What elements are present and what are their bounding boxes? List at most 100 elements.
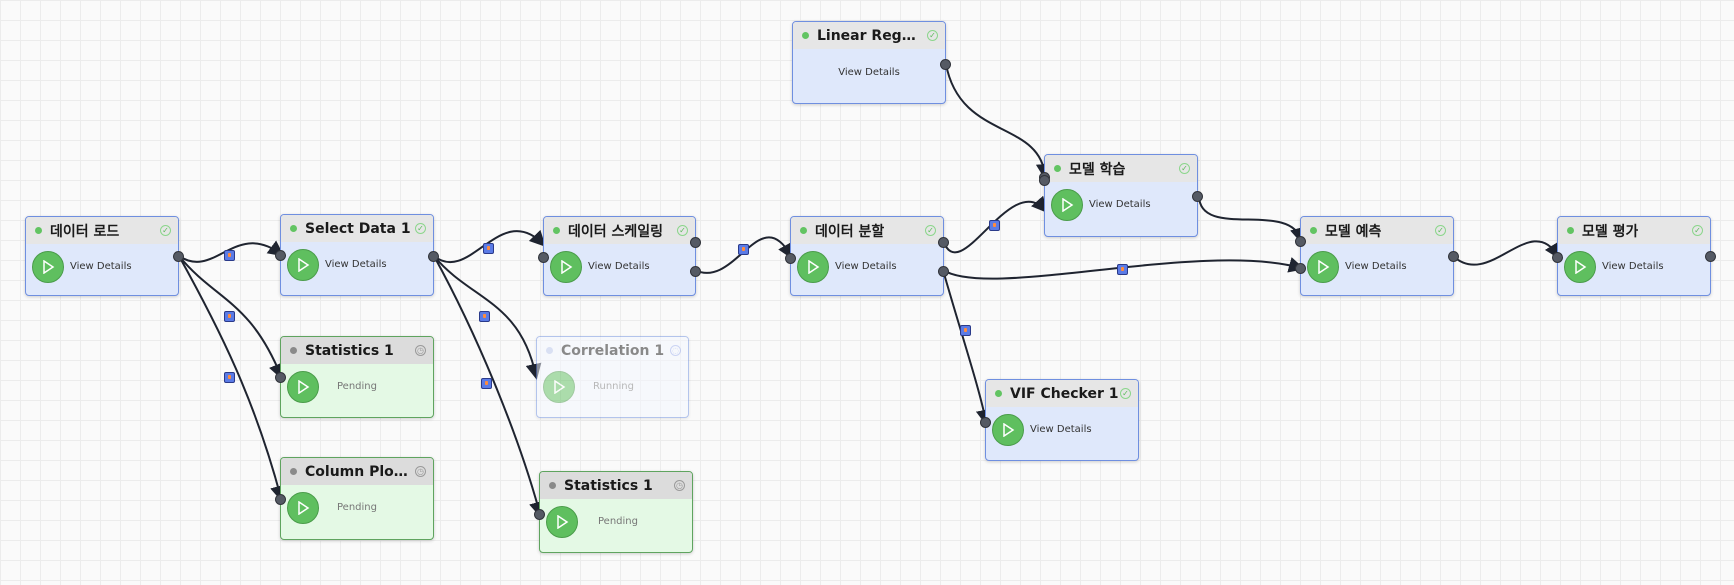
node-title: Statistics 1 [564, 477, 653, 494]
output-port[interactable] [938, 237, 949, 248]
view-details-link[interactable]: View Details [325, 259, 387, 270]
edge-predict-evaluate[interactable] [1452, 240, 1561, 266]
node-title: 데이터 분할 [815, 223, 885, 240]
edge-marker-icon[interactable] [224, 250, 235, 261]
node-header[interactable]: Correlation 1 [537, 337, 688, 364]
node-status-text: Pending [598, 516, 638, 527]
run-button[interactable] [287, 371, 319, 403]
node-title: Correlation 1 [561, 342, 665, 359]
run-button[interactable] [546, 506, 578, 538]
run-button[interactable] [550, 251, 582, 283]
input-port[interactable] [1295, 236, 1306, 247]
node-data-scaling[interactable]: 데이터 스케일링 ✓ View Details [538, 216, 701, 296]
view-details-link[interactable]: View Details [1089, 199, 1151, 210]
edge-marker-icon[interactable] [224, 311, 235, 322]
input-port[interactable] [980, 417, 991, 428]
edge-marker-icon[interactable] [479, 311, 490, 322]
edge-marker-icon[interactable] [483, 243, 494, 254]
node-header[interactable]: 모델 예측 [1301, 217, 1453, 244]
view-details-link[interactable]: View Details [70, 261, 132, 272]
input-port[interactable] [275, 250, 286, 261]
run-button[interactable] [1564, 251, 1596, 283]
output-port[interactable] [938, 266, 949, 277]
edge-marker-icon[interactable] [989, 220, 1000, 231]
edge-split-vif[interactable] [942, 269, 992, 426]
node-header[interactable]: Column Plo… [281, 458, 433, 485]
output-port[interactable] [940, 59, 951, 70]
play-icon [1003, 423, 1015, 437]
check-circle-icon: ✓ [1179, 163, 1190, 174]
node-data-split[interactable]: 데이터 분할 ✓ View Details [785, 216, 949, 296]
input-port[interactable] [785, 253, 796, 264]
input-port[interactable] [275, 494, 286, 505]
run-button[interactable] [287, 492, 319, 524]
status-dot [35, 227, 42, 234]
node-statistics[interactable]: Statistics 1 ◷ Pending [534, 471, 693, 553]
run-button[interactable] [1307, 251, 1339, 283]
edge-marker-icon[interactable] [738, 244, 749, 255]
clock-icon: ◷ [415, 345, 426, 356]
node-statistics[interactable]: Statistics 1 ◷ Pending [275, 336, 434, 418]
node-header[interactable]: 데이터 로드 [26, 217, 178, 244]
edge-linreg-train[interactable] [945, 63, 1052, 180]
node-header[interactable]: Select Data 1 [281, 215, 433, 242]
node-vif-checker[interactable]: VIF Checker 1 ✓ View Details [980, 379, 1139, 461]
node-header[interactable]: VIF Checker 1 [986, 380, 1138, 407]
run-button[interactable] [992, 414, 1024, 446]
edge-scaling-split[interactable] [694, 236, 793, 274]
view-details-link[interactable]: View Details [1345, 261, 1407, 272]
node-header[interactable]: 모델 학습 [1045, 155, 1197, 182]
edge-train-predict[interactable] [1198, 195, 1306, 244]
status-dot [1310, 227, 1317, 234]
view-details-link[interactable]: View Details [835, 261, 897, 272]
input-port[interactable] [1295, 263, 1306, 274]
node-data-load[interactable]: 데이터 로드 ✓ View Details [25, 216, 184, 296]
output-port[interactable] [1192, 191, 1203, 202]
node-status-text: Running [593, 381, 634, 392]
node-column-plot[interactable]: Column Plo… ◷ Pending [275, 457, 434, 540]
node-header[interactable]: Statistics 1 [281, 337, 433, 364]
node-header[interactable]: Statistics 1 [540, 472, 692, 499]
run-button[interactable] [32, 251, 64, 283]
run-button[interactable] [543, 371, 575, 403]
node-header[interactable]: 모델 평가 [1558, 217, 1710, 244]
input-port[interactable] [534, 509, 545, 520]
view-details-link[interactable]: View Details [1030, 424, 1092, 435]
check-circle-icon: ✓ [927, 30, 938, 41]
view-details-link[interactable]: View Details [838, 67, 900, 78]
output-port[interactable] [173, 251, 184, 262]
play-icon [554, 380, 566, 394]
run-button[interactable] [1051, 189, 1083, 221]
status-dot [1054, 165, 1061, 172]
check-circle-icon: ✓ [1120, 388, 1131, 399]
node-model-predict[interactable]: 모델 예측 ✓ View Details [1295, 216, 1459, 296]
output-port[interactable] [1705, 251, 1716, 262]
node-select-data[interactable]: Select Data 1 ✓ View Details [275, 214, 439, 296]
edge-marker-icon[interactable] [1117, 264, 1128, 275]
status-dot [290, 225, 297, 232]
output-port[interactable] [690, 237, 701, 248]
node-correlation[interactable]: Correlation 1 ◌ Running [536, 336, 689, 418]
view-details-link[interactable]: View Details [588, 261, 650, 272]
edge-marker-icon[interactable] [960, 325, 971, 336]
view-details-link[interactable]: View Details [1602, 261, 1664, 272]
output-port[interactable] [1448, 251, 1459, 262]
edge-marker-icon[interactable] [481, 378, 492, 389]
output-port[interactable] [428, 251, 439, 262]
status-dot [800, 227, 807, 234]
node-model-train[interactable]: 모델 학습 ✓ View Details [1039, 154, 1203, 237]
node-linear-regression[interactable]: Linear Regr… ✓ View Details [792, 21, 951, 104]
input-port[interactable] [538, 252, 549, 263]
check-circle-icon: ✓ [415, 223, 426, 234]
output-port[interactable] [690, 266, 701, 277]
run-button[interactable] [287, 249, 319, 281]
input-port[interactable] [1039, 175, 1050, 186]
run-button[interactable] [797, 251, 829, 283]
node-model-evaluate[interactable]: 모델 평가 ✓ View Details [1552, 216, 1716, 296]
input-port[interactable] [1552, 252, 1563, 263]
node-header[interactable]: Linear Regr… [793, 22, 945, 49]
node-header[interactable]: 데이터 스케일링 [544, 217, 695, 244]
input-port[interactable] [275, 372, 286, 383]
edge-marker-icon[interactable] [224, 372, 235, 383]
node-header[interactable]: 데이터 분할 [791, 217, 943, 244]
